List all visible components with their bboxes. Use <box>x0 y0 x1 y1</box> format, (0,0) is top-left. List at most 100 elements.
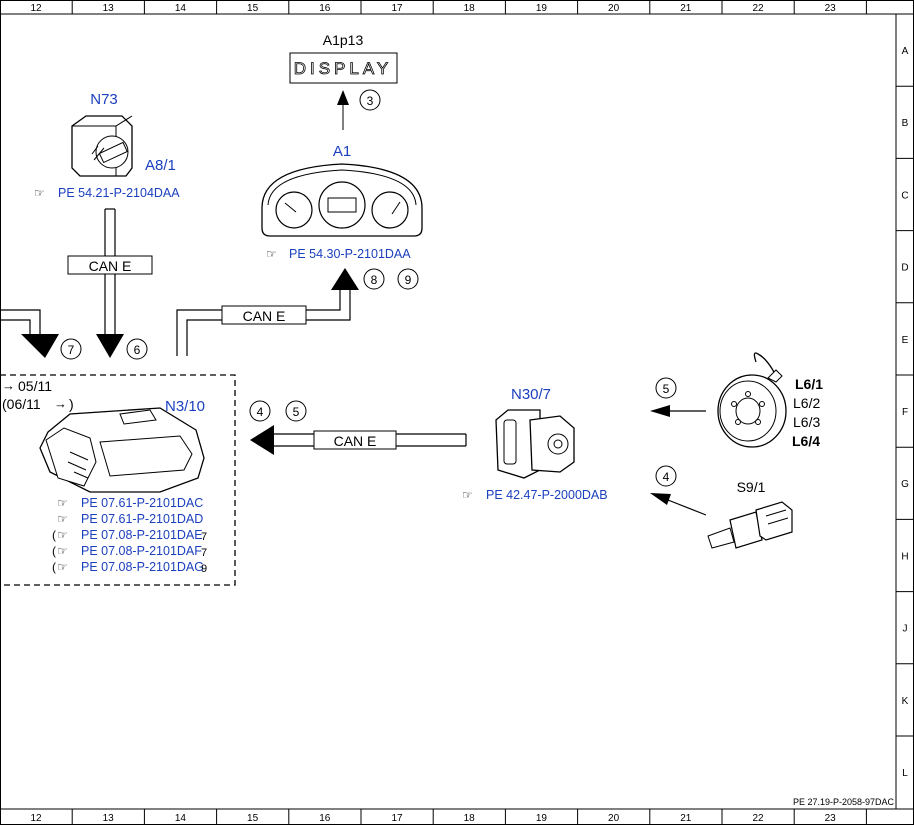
ignition-sub-label: A8/1 <box>145 157 176 174</box>
ecu-note-arrow-1: → <box>2 378 15 393</box>
marker-7: 7 <box>60 338 82 360</box>
grid-row-label: D <box>901 263 908 274</box>
svg-text:3: 3 <box>367 94 374 108</box>
grid-column-label-bottom: 21 <box>680 813 692 824</box>
grid-column-label-top: 19 <box>536 3 548 14</box>
grid-row-label: B <box>902 118 909 129</box>
grid-row-label: J <box>903 624 908 635</box>
grid-column-label-bottom: 22 <box>752 813 764 824</box>
ecu-note-1: 05/11 <box>18 378 52 394</box>
marker-9: 9 <box>397 268 419 290</box>
ecu-ref-bracket: ( <box>52 560 56 574</box>
can-label-left: CAN E <box>89 258 132 274</box>
grid-column-label-top: 15 <box>247 3 259 14</box>
ecu-ref: PE 07.08-P-2101DAG <box>81 560 204 574</box>
incoming-line-left <box>0 309 59 358</box>
ecu-ref-icon: ☞ <box>57 544 68 558</box>
grid-column-label-bottom: 23 <box>825 813 837 824</box>
wheel-label-2: L6/2 <box>793 395 820 411</box>
marker-8: 8 <box>363 268 385 290</box>
grid-column-label-bottom: 19 <box>536 813 548 824</box>
grid-column-label-top: 22 <box>752 3 764 14</box>
svg-text:6: 6 <box>134 343 141 357</box>
ecu-ref-bracket: ( <box>52 528 56 542</box>
esp-ref-icon: ☞ <box>462 488 473 502</box>
grid-row-label: A <box>902 46 909 57</box>
grid-row-label: K <box>902 696 909 707</box>
engine-ecu-component: → 05/11 (06/11 → ) N3/10 ☞PE 07.61-P-210… <box>0 374 236 586</box>
marker-4-switch: 4 <box>655 465 677 487</box>
grid-column-label-bottom: 13 <box>103 813 115 824</box>
ecu-ref-bracket: ( <box>52 544 56 558</box>
marker-5-wheel: 5 <box>655 377 677 399</box>
ecu-note-2-end: ) <box>69 396 74 412</box>
ecu-ref-suffix: 7 <box>201 531 207 543</box>
brake-switch-label: S9/1 <box>737 479 766 495</box>
ecu-ref-suffix: 9 <box>201 563 207 575</box>
display-component: A1p13 DISPLAY <box>289 32 398 130</box>
grid-column-label-bottom: 15 <box>247 813 259 824</box>
can-label-bottom: CAN E <box>334 433 377 449</box>
grid-row-label: H <box>901 551 908 562</box>
switch-to-esp-arrow <box>650 493 707 516</box>
can-bus-from-ignition: CAN E <box>67 208 153 358</box>
ecu-note-arrow-2: → <box>54 396 67 411</box>
ecu-ref-suffix: 7 <box>201 547 207 559</box>
grid-column-label-top: 21 <box>680 3 692 14</box>
ignition-ref: PE 54.21-P-2104DAA <box>58 186 180 200</box>
ecu-ref-icon: ☞ <box>57 496 68 510</box>
ecu-ref-icon: ☞ <box>57 528 68 542</box>
esp-control-unit-component: N30/7 ☞ PE 42.47-P-2000DAB <box>462 386 608 502</box>
wheel-speed-sensor-component: L6/1 L6/2 L6/3 L6/4 <box>717 352 823 449</box>
grid-column-label-bottom: 17 <box>391 813 403 824</box>
grid-row-label: C <box>901 190 908 201</box>
grid-column-label-top: 12 <box>30 3 42 14</box>
grid-row-label: F <box>902 407 908 418</box>
grid-column-label-bottom: 16 <box>319 813 331 824</box>
grid-column-label-top: 20 <box>608 3 620 14</box>
wheel-label-3: L6/3 <box>793 414 820 430</box>
display-text: DISPLAY <box>294 59 393 78</box>
grid-column-label-bottom: 12 <box>30 813 42 824</box>
grid-row-label: L <box>902 768 908 779</box>
ecu-ref-icon: ☞ <box>57 560 68 574</box>
display-label: A1p13 <box>323 32 364 48</box>
wheel-label-4: L6/4 <box>792 433 820 449</box>
ecu-ref-icon: ☞ <box>57 512 68 526</box>
marker-3: 3 <box>359 89 381 111</box>
ecu-ref: PE 07.08-P-2101DAE <box>81 528 203 542</box>
wheel-label-1: L6/1 <box>795 376 823 392</box>
cluster-ref: PE 54.30-P-2101DAA <box>289 247 411 261</box>
svg-text:9: 9 <box>405 273 412 287</box>
grid-column-label-top: 18 <box>464 3 476 14</box>
svg-text:8: 8 <box>371 273 378 287</box>
svg-text:5: 5 <box>293 405 300 419</box>
svg-text:5: 5 <box>663 382 670 396</box>
can-bus-to-ecu: CAN E <box>250 425 467 455</box>
grid-column-label-top: 23 <box>825 3 837 14</box>
grid-column-label-top: 16 <box>319 3 331 14</box>
cluster-ref-icon: ☞ <box>266 247 277 261</box>
ignition-switch-component: N73 A8/1 ☞ PE 54.21-P-2104DAA <box>34 91 180 200</box>
svg-text:4: 4 <box>663 470 670 484</box>
grid-column-label-top: 14 <box>175 3 187 14</box>
grid-column-label-bottom: 20 <box>608 813 620 824</box>
wheel-to-esp-arrow <box>650 405 706 417</box>
svg-text:7: 7 <box>68 343 75 357</box>
cluster-label: A1 <box>333 143 351 160</box>
brake-light-switch-component: S9/1 <box>707 479 793 549</box>
marker-4-ecu: 4 <box>249 400 271 422</box>
esp-label: N30/7 <box>511 386 551 403</box>
marker-6: 6 <box>126 338 148 360</box>
grid-row-label: E <box>902 335 909 346</box>
can-label-middle: CAN E <box>243 308 286 324</box>
ignition-label: N73 <box>90 91 118 108</box>
ignition-ref-icon: ☞ <box>34 186 45 200</box>
grid-column-label-top: 17 <box>391 3 403 14</box>
svg-text:4: 4 <box>257 405 264 419</box>
grid-column-label-top: 13 <box>103 3 115 14</box>
ecu-ref: PE 07.08-P-2101DAF <box>81 544 202 558</box>
can-bus-to-cluster: CAN E <box>176 268 359 356</box>
ecu-ref: PE 07.61-P-2101DAD <box>81 512 203 526</box>
